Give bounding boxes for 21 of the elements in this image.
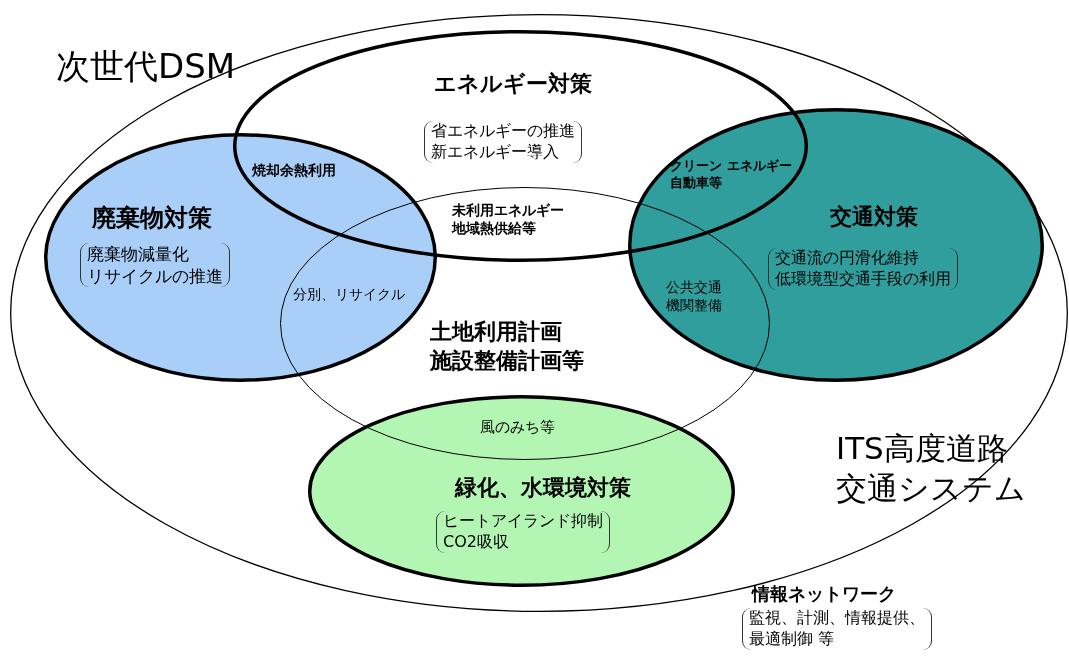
category-heading: 土地利用計画施設整備計画等 [430, 318, 584, 375]
category-description: 省エネルギーの推進新エネルギー導入 [424, 121, 582, 163]
overlap-label: 風のみち等 [480, 418, 555, 438]
overlap-label: 焼却余熱利用 [252, 161, 336, 180]
network-heading: 情報ネットワーク [752, 582, 896, 606]
network-description: 監視、計測、情報提供、最適制御 等 [742, 608, 932, 650]
category-heading: 廃棄物対策 [92, 203, 212, 234]
category-ellipse [308, 395, 735, 587]
category-heading: 緑化、水環境対策 [453, 474, 632, 502]
overlap-label: 未利用エネルギー地域熱供給等 [452, 201, 564, 238]
category-heading: 交通対策 [830, 203, 918, 231]
category-description: ヒートアイランド抑制CO2吸収 [436, 511, 610, 553]
category-description: 交通流の円滑化維持低環境型交通手段の利用 [768, 248, 958, 290]
category-ellipse [628, 108, 1044, 382]
scope-label: 次世代DSM [56, 45, 236, 88]
scope-label: ITS高度道路交通システム [836, 429, 1026, 509]
planning-ellipse [280, 187, 770, 460]
overlap-label: 公共交通機関整備 [666, 278, 722, 315]
category-heading: エネルギー対策 [432, 70, 593, 98]
category-description: 廃棄物減量化リサイクルの推進 [80, 243, 230, 288]
overlap-label: 分別、リサイクル [293, 285, 405, 304]
